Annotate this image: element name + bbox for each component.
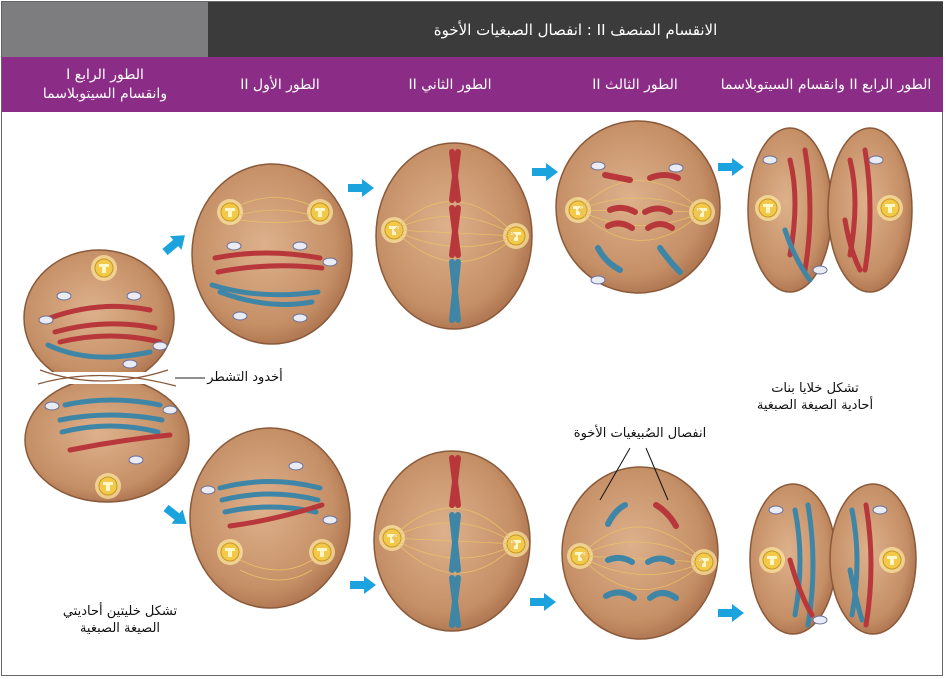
phase-telophase-ii: الطور الرابع II وانقسام السيتوبلاسما	[720, 77, 932, 93]
metaphase-ii-top-cell	[375, 142, 533, 330]
phase-telophase-i-line1: الطور الرابع I	[66, 67, 144, 83]
arrow-to-telophase-top	[718, 158, 744, 176]
sister-chromatid-separation-label: انفصال الصُبيغيات الأخوة	[573, 426, 707, 441]
arrow-to-anaphase-bottom	[530, 593, 556, 611]
telophase-ii-top-cells	[747, 127, 913, 293]
meiosis-ii-title: الانقسام المنصف II : انفصال الصبغيات الأ…	[208, 2, 943, 57]
phase-prophase-ii: الطور الأول II	[240, 77, 320, 93]
arrow-to-prophase-bottom	[160, 500, 193, 532]
arrow-to-metaphase-top	[348, 179, 374, 197]
arrow-to-prophase-top	[159, 228, 191, 259]
two-haploid-cells-label: تشكل خليتين أحاديتي الصيغة الصبغية	[45, 603, 195, 637]
two-haploid-cells-line2: الصيغة الصبغية	[79, 621, 161, 636]
phase-telophase-i: الطور الرابع I وانقسام السيتوبلاسما	[10, 66, 200, 104]
prophase-ii-top-cell	[191, 163, 353, 345]
metaphase-ii-bottom-cell	[373, 450, 531, 632]
arrow-to-anaphase-top	[532, 163, 558, 181]
phase-anaphase-ii: الطور الثالث II	[592, 77, 678, 93]
arrow-to-telophase-bottom	[718, 604, 744, 622]
phase-telophase-i-line2: وانقسام السيتوبلاسما	[42, 86, 168, 102]
two-haploid-cells-line1: تشكل خليتين أحاديتي	[62, 604, 178, 619]
phase-metaphase-ii: الطور الثاني II	[408, 77, 492, 93]
arrow-to-metaphase-bottom	[350, 576, 376, 594]
phase-header-bar	[2, 57, 943, 112]
telophase-ii-bottom-cells	[749, 483, 917, 635]
telophase-i-cell	[23, 249, 205, 503]
cleavage-furrow-label: أخدود التشطر	[207, 370, 283, 385]
daughter-cells-line1: تشكل خلايا بنات	[771, 381, 859, 396]
prophase-ii-bottom-cell	[189, 427, 351, 609]
daughter-cells-label: تشكل خلايا بنات أحادية الصيغة الصبغية	[740, 380, 890, 414]
daughter-cells-line2: أحادية الصيغة الصبغية	[756, 398, 874, 413]
header-left-block	[2, 2, 208, 57]
anaphase-ii-bottom-cell	[561, 447, 719, 640]
anaphase-ii-top-cell	[555, 120, 721, 294]
